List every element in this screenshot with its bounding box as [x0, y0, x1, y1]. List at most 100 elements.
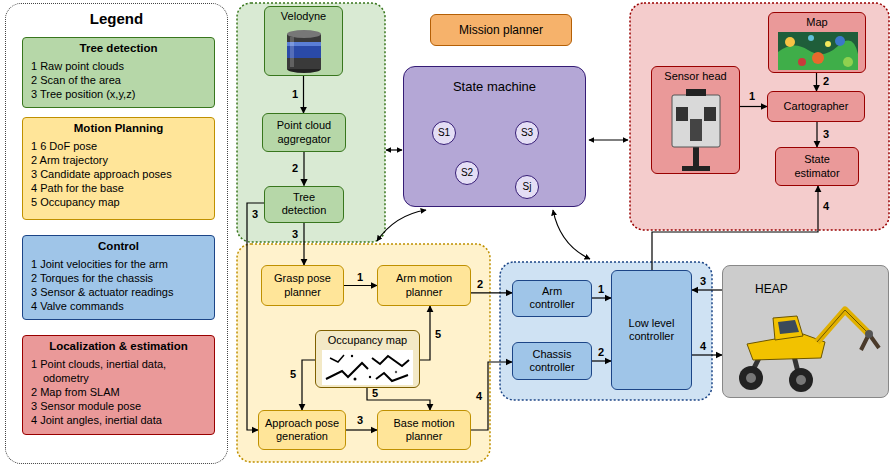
- state-circle: S2: [455, 161, 479, 185]
- callout-number: 2: [477, 278, 483, 291]
- legend-item: 1 Point clouds, inertial data, odometry: [31, 357, 206, 385]
- image-box: Sensor head: [651, 66, 740, 174]
- legend-item: 4 Joint angles, inertial data: [31, 413, 206, 427]
- connector: [816, 122, 817, 147]
- node-label: Tree detection: [270, 191, 338, 217]
- legend-item: 3 Sensor & actuator readings: [31, 285, 206, 299]
- callout-number: 2: [598, 346, 604, 359]
- legend-heading: Localization & estimation: [31, 340, 206, 354]
- process-box: Arm motion planner: [377, 265, 471, 306]
- callout-number: 5: [290, 368, 296, 381]
- motion-planning-group: [237, 244, 490, 462]
- callout-number: 1: [598, 283, 604, 296]
- node-label: Low level controller: [617, 317, 686, 343]
- node-label: Cartographer: [784, 100, 849, 113]
- legend-item: 1 Joint velocities for the arm: [31, 257, 206, 271]
- connector: [592, 297, 611, 298]
- legend-item: 1 Raw point clouds: [31, 59, 206, 73]
- legend-box: Localization & estimation 1 Point clouds,…: [22, 335, 215, 435]
- connector: [652, 186, 818, 270]
- state-circle: Sj: [515, 175, 539, 199]
- callout-number: 3: [700, 275, 706, 288]
- callout-number: 1: [749, 90, 755, 103]
- node-label: Sj: [523, 181, 532, 193]
- connector: [471, 292, 512, 293]
- legend-item: 3 Candidate approach poses: [31, 167, 206, 181]
- robot-panel: HEAP: [722, 265, 889, 398]
- callout-number: 3: [357, 414, 363, 427]
- node-label: Point cloud aggregator: [268, 119, 340, 145]
- node-label: Occupancy map: [328, 334, 407, 347]
- module-link: [386, 149, 402, 150]
- callout-number: 4: [823, 200, 829, 213]
- connector: [420, 306, 430, 360]
- node-label: Arm motion planner: [383, 272, 465, 298]
- image-box: Map: [768, 12, 866, 73]
- node-label: Map: [806, 16, 827, 29]
- legend-title: Legend: [90, 10, 143, 28]
- sensor-head-illustration: [666, 89, 726, 171]
- connector: [302, 360, 315, 410]
- callout-number: 3: [823, 128, 829, 141]
- node-label: Mission planner: [459, 23, 543, 37]
- legend-panel: LegendTree detection 1 Raw point clouds 2 …: [5, 3, 228, 464]
- process-box: Chassis controller: [512, 342, 592, 380]
- legend-item: 4 Path for the base: [31, 181, 206, 195]
- node-label: Velodyne: [281, 10, 326, 23]
- localization-group: [630, 3, 889, 230]
- node-label: S2: [461, 167, 473, 179]
- connector: [367, 388, 430, 410]
- node-label: State estimator: [781, 153, 853, 179]
- callout-number: 2: [477, 278, 483, 291]
- legend-item: 3 Tree position (x,y,z): [31, 87, 206, 101]
- callout-number: 1: [357, 271, 363, 284]
- module-link: [589, 139, 628, 140]
- legend-heading: Tree detection: [31, 42, 206, 56]
- connector: [247, 203, 264, 430]
- connector: [344, 285, 377, 286]
- callout-number: 3: [700, 275, 706, 288]
- process-box: Base motion planner: [377, 410, 471, 450]
- callout-number: 2: [823, 75, 829, 88]
- connector: [816, 73, 817, 91]
- process-box: Tree detection: [264, 186, 344, 223]
- legend-item: 4 Valve commands: [31, 299, 206, 313]
- callout-number: 2: [292, 162, 298, 175]
- process-box: Grasp pose planner: [261, 265, 344, 306]
- callout-number: 1: [292, 88, 298, 101]
- legend-item: 3 Sensor module pose: [31, 399, 206, 413]
- state-circle: S3: [515, 121, 539, 145]
- connector: [303, 152, 304, 186]
- map-illustration: [778, 32, 858, 70]
- callout-number: 1: [749, 90, 755, 103]
- process-box: Mission planner: [430, 14, 572, 46]
- process-box: Low level controller: [611, 270, 692, 390]
- callout-number: 5: [435, 328, 441, 341]
- legend-heading: Motion Planning: [31, 122, 206, 136]
- callout-number: 4: [700, 340, 706, 353]
- sensor-box: Velodyne: [264, 6, 343, 76]
- callout-number: 3: [823, 128, 829, 141]
- callout-number: 1: [598, 283, 604, 296]
- legend-item: 2 Arm trajectory: [31, 153, 206, 167]
- legend-box: Tree detection1 Raw point clouds2 Scan o…: [22, 37, 215, 108]
- connector: [471, 362, 512, 430]
- process-box: Arm controller: [512, 280, 592, 317]
- node-label: S1: [438, 127, 450, 139]
- callout-number: 3: [252, 208, 258, 221]
- process-box: Point cloud aggregator: [262, 113, 346, 152]
- node-label: Base motion planner: [383, 417, 465, 443]
- callout-number: 2: [598, 346, 604, 359]
- callout-number: 3: [357, 414, 363, 427]
- connector: [692, 289, 722, 290]
- node-label: Sensor head: [664, 70, 726, 83]
- legend-item: 2 Map from SLAM: [31, 385, 206, 399]
- legend-item: 1 6 DoF pose: [31, 139, 206, 153]
- connector: [692, 354, 722, 355]
- state-circle: S1: [432, 121, 456, 145]
- callout-number: 3: [292, 228, 298, 241]
- node-label: Arm controller: [518, 285, 586, 311]
- callout-number: 4: [476, 390, 482, 403]
- module-link: [553, 210, 590, 259]
